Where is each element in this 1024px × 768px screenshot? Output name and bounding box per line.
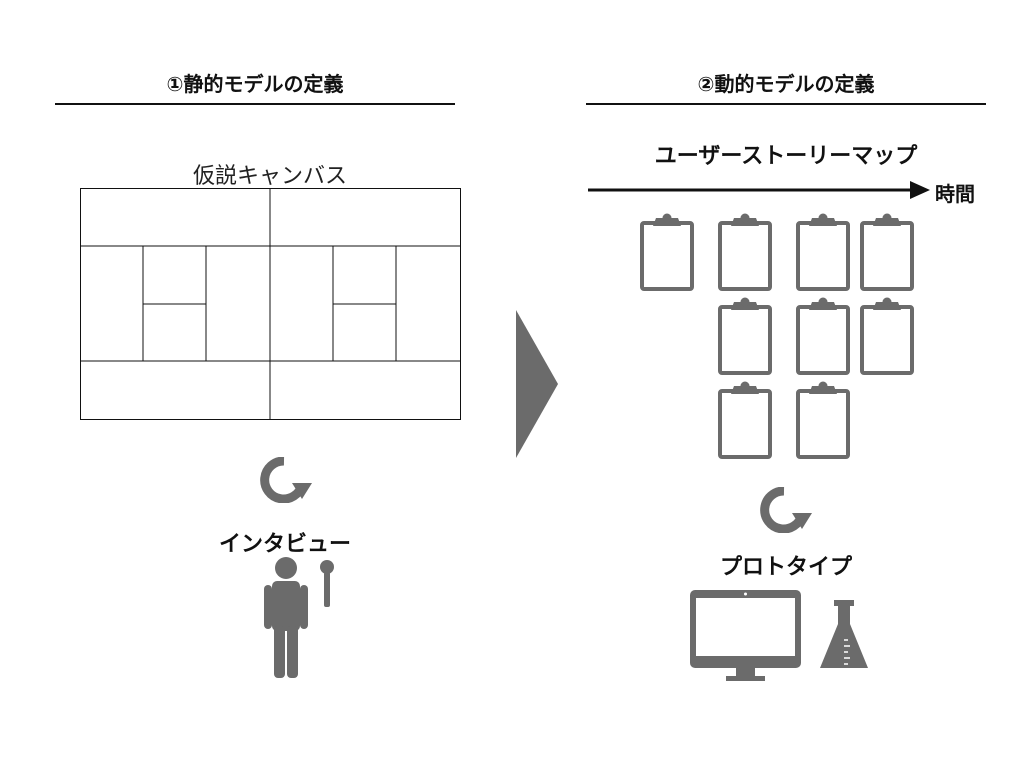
story-card: [718, 379, 772, 459]
story-card: [796, 212, 850, 291]
dynamic-model-title: ②動的モデルの定義: [697, 72, 875, 96]
dynamic-model-divider: [586, 103, 986, 105]
static-model-title: ①静的モデルの定義: [166, 72, 344, 96]
story-card: [860, 212, 914, 291]
story-card: [718, 212, 772, 291]
time-axis-arrow: [588, 181, 930, 199]
story-card: [718, 295, 772, 375]
story-card: [860, 295, 914, 375]
flask-icon: [820, 600, 868, 668]
story-card: [640, 212, 694, 291]
hypothesis-canvas: [80, 188, 461, 420]
story-card: [796, 379, 850, 459]
static-model-divider: [55, 103, 455, 105]
hypothesis-canvas-label: 仮説キャンバス: [192, 164, 347, 189]
person-with-microphone-icon: [264, 557, 334, 678]
chevron-right-icon: [516, 310, 558, 458]
prototype-label: プロトタイプ: [719, 555, 852, 580]
interview-label: インタビュー: [218, 532, 351, 557]
time-axis-label: 時間: [935, 182, 975, 206]
user-story-map-title: ユーザーストーリーマップ: [654, 144, 918, 169]
refresh-icon: [760, 487, 812, 533]
story-card-grid: [640, 212, 914, 459]
refresh-icon: [260, 457, 312, 503]
monitor-icon: [690, 590, 801, 681]
story-card: [796, 295, 850, 375]
